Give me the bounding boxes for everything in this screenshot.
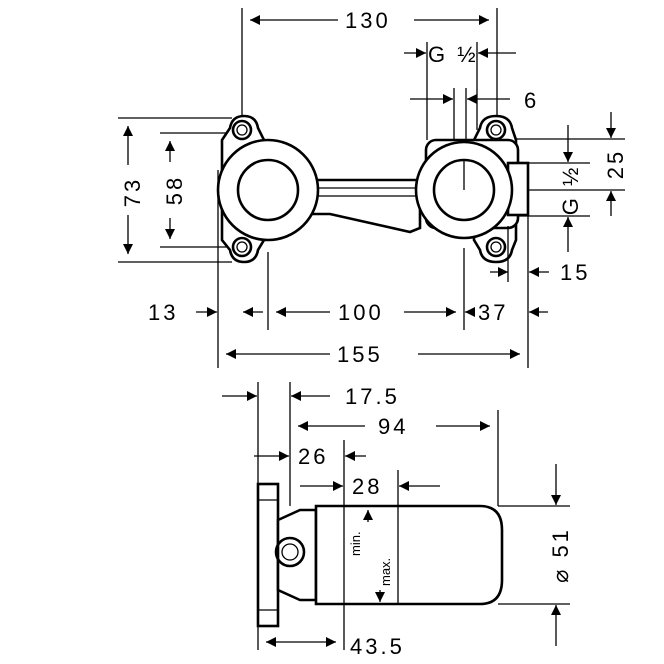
left-ring (216, 138, 320, 242)
dim-130: 130 (345, 8, 391, 33)
dim-26: 26 (298, 444, 328, 469)
dim-58: 58 (162, 175, 187, 205)
label-max: max. (378, 558, 393, 586)
dim-diameter-51: ⌀ 51 (548, 527, 573, 583)
dim-g-half-top: G ½ (428, 42, 479, 67)
dim-13: 13 (148, 300, 178, 325)
dim-155: 155 (337, 342, 383, 367)
side-view: min. max. 17.5 94 26 28 ⌀ 51 43.5 (222, 382, 573, 659)
dim-73: 73 (120, 177, 145, 207)
side-body (314, 504, 504, 606)
dim-43-5: 43.5 (350, 634, 405, 659)
label-min: min. (348, 531, 363, 556)
dim-37: 37 (478, 300, 508, 325)
dim-28: 28 (352, 474, 382, 499)
dim-6: 6 (524, 88, 539, 113)
dim-100: 100 (338, 300, 384, 325)
dim-17-5: 17.5 (345, 384, 400, 409)
dim-g-half-right: G ½ (558, 165, 583, 216)
top-view: 130 G ½ 6 73 58 25 G ½ 15 13 (118, 8, 628, 368)
dim-25: 25 (603, 149, 628, 179)
dim-94: 94 (378, 414, 408, 439)
dim-15: 15 (560, 260, 590, 285)
